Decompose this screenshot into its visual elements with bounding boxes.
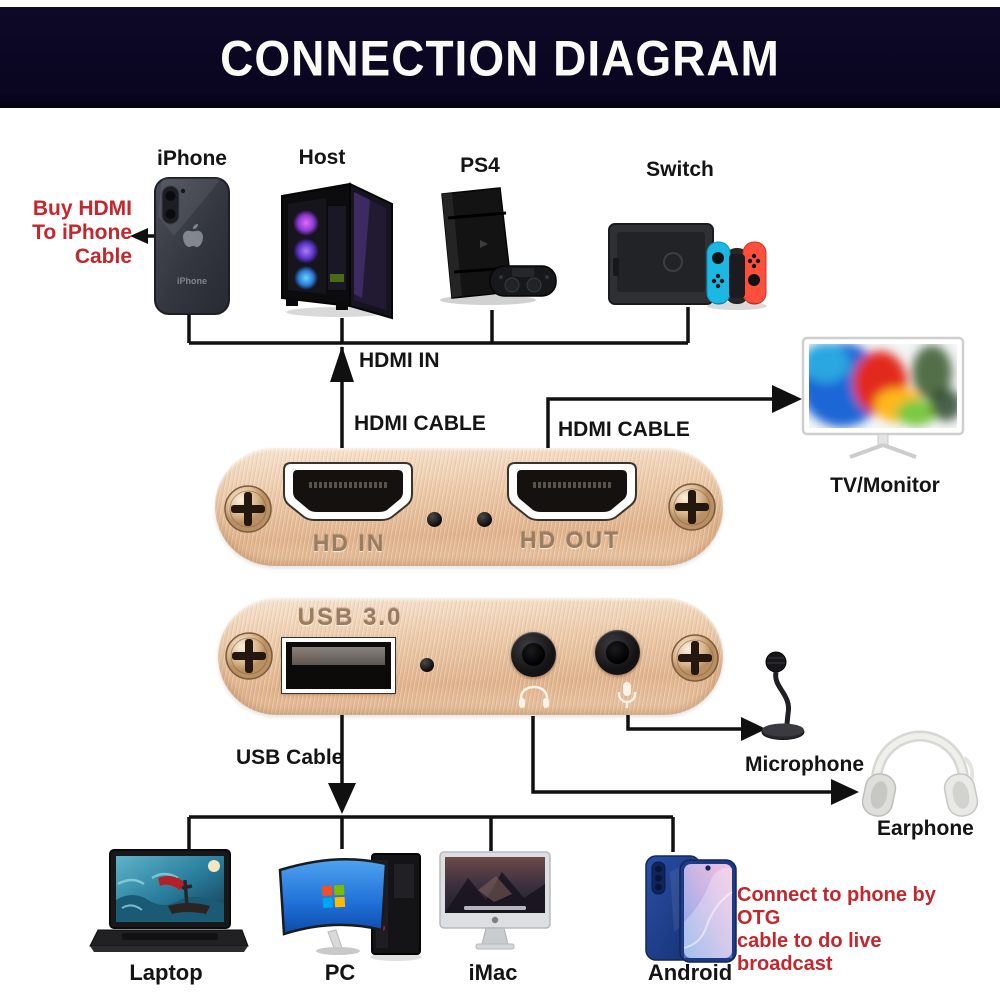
earphone-label: Earphone (877, 817, 974, 840)
ps4-controller-icon (489, 265, 557, 297)
hd-out-port-label: HD OUT (519, 527, 621, 553)
led-dot-icon (420, 658, 434, 672)
apple-logo-icon (491, 916, 499, 924)
apple-logo-icon (183, 224, 203, 247)
laptop-label: Laptop (129, 960, 203, 985)
pc-label: PC (324, 960, 356, 985)
microphone-icon (617, 682, 637, 708)
ear-cup-icon (861, 773, 897, 817)
hdmi-port-icon (507, 462, 637, 521)
rgb-fan-icon (293, 238, 319, 264)
page-title: CONNECTION DIAGRAM (220, 29, 780, 86)
headphone-jack-icon (511, 632, 556, 677)
windows-logo-icon (322, 884, 346, 908)
red-cape (158, 876, 186, 890)
earphone-arrow-icon (831, 779, 859, 805)
tv-monitor-label: TV/Monitor (830, 474, 940, 497)
host-label: Host (298, 146, 346, 169)
tv-monitor-image (800, 335, 968, 468)
ps4-label: PS4 (460, 154, 500, 177)
otg-note: Connect to phone by OTG cable to do live… (737, 884, 936, 975)
phillips-screw-icon (225, 632, 273, 680)
laptop-image (88, 848, 250, 965)
client-stubs (187, 817, 675, 852)
ear-cup-icon (943, 773, 979, 817)
led-dot-icon (477, 512, 492, 527)
usb3-label: USB 3.0 (297, 604, 403, 631)
usb-cable-label: USB Cable (236, 746, 344, 769)
joycon-blue-icon (706, 241, 731, 305)
phillips-screw-icon (671, 634, 719, 682)
imac-image (438, 850, 552, 965)
microphone-label: Microphone (745, 753, 864, 776)
iphone-label: iPhone (156, 147, 227, 170)
splash-art (809, 344, 957, 427)
capture-card-hdmi-side: HD IN HD OUT (215, 448, 723, 566)
switch-image (603, 218, 778, 318)
mic-jack-icon (595, 630, 640, 675)
hd-in-port-label: HD IN (312, 530, 386, 556)
iphone-image (152, 176, 232, 321)
buy-hdmi-arrow-icon (130, 228, 148, 244)
ps-logo-icon (480, 240, 488, 248)
camera-notch-icon (705, 865, 711, 871)
buy-hdmi-note: Buy HDMI To iPhone Cable (32, 197, 132, 268)
usb-arrow-icon (328, 783, 356, 814)
hdmi-in-label: HDMI IN (359, 349, 440, 372)
hdmi-in-arrow-icon (330, 346, 354, 382)
host-image (266, 178, 406, 325)
led-dot-icon (427, 512, 442, 527)
phillips-screw-icon (224, 485, 272, 533)
hdmi-cable-right-label: HDMI CABLE (558, 418, 690, 441)
imac-label: iMac (468, 960, 518, 985)
microphone-image (752, 650, 810, 753)
ps4-image (428, 184, 578, 317)
pc-image (276, 850, 428, 967)
earphone-image (861, 728, 980, 825)
joycon-red-icon (742, 241, 767, 305)
phillips-screw-icon (668, 483, 716, 531)
hdmi-cable-left-label: HDMI CABLE (354, 412, 486, 435)
iphone-back-print: iPhone (176, 276, 207, 286)
joycon-grip-icon (706, 241, 767, 310)
switch-label: Switch (646, 158, 714, 181)
rgb-fan-icon (294, 266, 318, 290)
tv-arrow-icon (772, 385, 802, 413)
usb-a-port-icon (281, 637, 396, 694)
android-label: Android (647, 960, 733, 985)
hdmi-port-icon (283, 462, 413, 521)
capture-card-usb-side: USB 3.0 (218, 598, 723, 715)
rgb-fan-icon (293, 210, 319, 236)
banner: CONNECTION DIAGRAM (0, 7, 1000, 108)
headphone-icon (519, 685, 549, 708)
android-image (644, 852, 738, 969)
